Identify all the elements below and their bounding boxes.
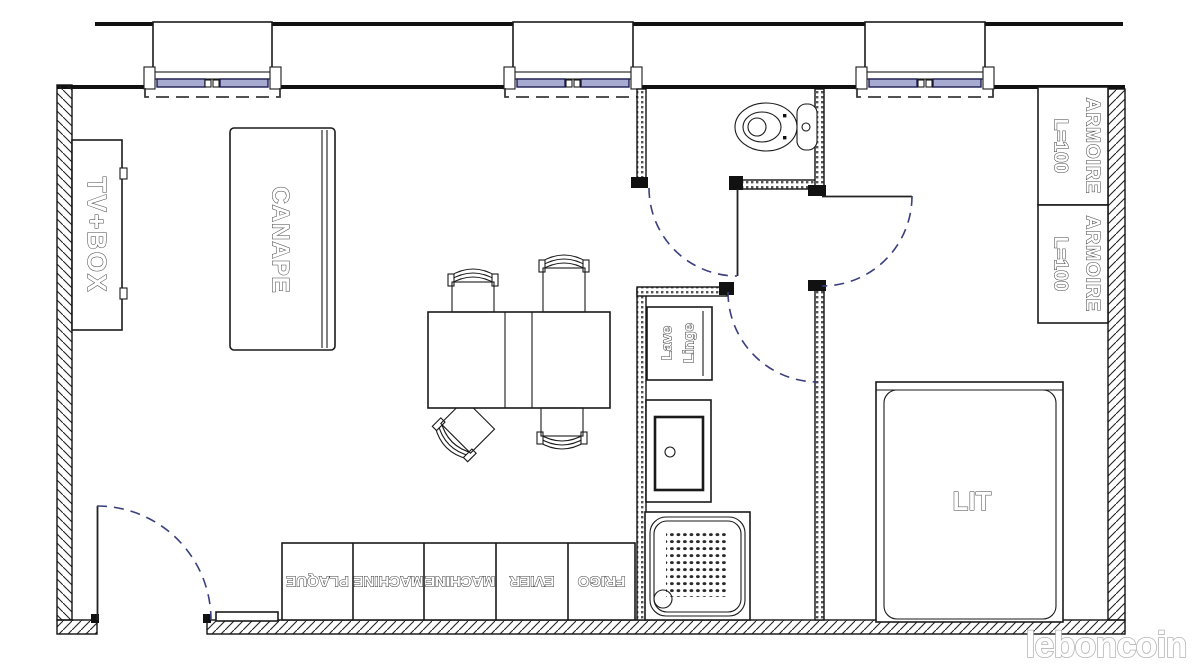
wardrobe2-label-line2: L=100 bbox=[1050, 237, 1071, 291]
wall-end-cap bbox=[631, 177, 648, 188]
shower-drain-grid bbox=[666, 531, 728, 597]
kitchen-counter bbox=[281, 542, 636, 621]
wall-end-cap bbox=[808, 280, 826, 291]
dining-table bbox=[427, 311, 611, 409]
bedroom-door-swing bbox=[821, 195, 913, 287]
shutter-box bbox=[864, 21, 986, 74]
shutter-box bbox=[512, 21, 634, 74]
glazing-mullion bbox=[925, 79, 933, 88]
glazing-mullion bbox=[204, 79, 212, 88]
wardrobe1-label-line1: ARMOIRE bbox=[1082, 98, 1103, 195]
door-jamb-cap bbox=[203, 614, 211, 623]
glazing-mullion bbox=[917, 79, 925, 88]
window-lintel bbox=[509, 71, 637, 80]
bed bbox=[875, 381, 1064, 623]
window-glazing bbox=[156, 78, 206, 88]
wardrobe-2 bbox=[1037, 204, 1109, 324]
glazing-mullion bbox=[212, 79, 220, 88]
wall-end-cap bbox=[719, 282, 734, 295]
window-bracket bbox=[503, 66, 516, 90]
entrance-door-swing bbox=[96, 505, 212, 621]
window-lintel bbox=[861, 71, 989, 80]
kitchen-unit-evier-label: EVIER bbox=[509, 573, 554, 590]
shower-room-door-swing bbox=[727, 291, 819, 383]
partition-walls bbox=[631, 88, 826, 621]
washer-label-line2: Linge bbox=[681, 323, 698, 363]
bed-label: LIT bbox=[953, 486, 992, 516]
bedroom-wall bbox=[814, 284, 825, 621]
window-glazing bbox=[516, 78, 566, 88]
window-sill-dashed bbox=[856, 88, 994, 98]
door-jamb-cap bbox=[91, 614, 99, 623]
doors bbox=[96, 187, 913, 621]
shower-room-wall-top bbox=[636, 286, 728, 297]
shutter-box bbox=[152, 21, 273, 74]
window-bracket bbox=[855, 66, 868, 90]
chair-4 bbox=[431, 398, 496, 463]
window-3 bbox=[855, 21, 995, 98]
labels: TV+BOX CANAPE Lave Linge ARMOIRE L=100 A… bbox=[82, 97, 1104, 590]
wall-left bbox=[56, 84, 73, 621]
kitchen-unit-plaque-label: PLAQUE bbox=[286, 573, 349, 590]
tv-unit bbox=[71, 139, 128, 331]
window-bracket bbox=[630, 66, 643, 90]
washer-label-line1: Lave bbox=[659, 326, 676, 360]
window-glazing bbox=[580, 78, 630, 88]
window-1 bbox=[143, 21, 282, 98]
wall-end-cap bbox=[729, 176, 743, 190]
toilet bbox=[734, 102, 818, 152]
sofa bbox=[229, 127, 336, 351]
window-glazing bbox=[932, 78, 982, 88]
kitchen-unit-machine2-label: MACHINE bbox=[425, 573, 495, 590]
window-bracket bbox=[982, 66, 995, 90]
wardrobe2-label-line1: ARMOIRE bbox=[1082, 216, 1103, 313]
shower bbox=[644, 511, 751, 621]
wall-end-cap bbox=[808, 185, 826, 196]
washing-machine bbox=[646, 306, 713, 381]
kitchen-unit-frigo-label: FRIGO bbox=[577, 573, 625, 590]
glazing-mullion bbox=[565, 79, 573, 88]
chair-3 bbox=[536, 407, 588, 450]
window-glazing bbox=[868, 78, 918, 88]
chair-1 bbox=[447, 268, 499, 313]
bathroom-wall-left bbox=[636, 88, 647, 184]
window-lintel bbox=[149, 71, 276, 80]
sink-unit bbox=[645, 399, 712, 503]
leboncoin-watermark: leboncoin bbox=[1026, 624, 1187, 665]
window-glazing bbox=[219, 78, 269, 88]
wardrobe1-label-line2: L=100 bbox=[1050, 119, 1071, 173]
window-sill-dashed bbox=[144, 88, 281, 98]
window-sill-dashed bbox=[504, 88, 642, 98]
glazing-mullion bbox=[573, 79, 581, 88]
shower-drain bbox=[653, 589, 673, 609]
wall-bottom-left-stub bbox=[56, 619, 98, 635]
wardrobe-1 bbox=[1037, 86, 1109, 206]
chair-2 bbox=[538, 254, 590, 313]
bathroom-door-swing bbox=[648, 187, 738, 277]
window-bracket bbox=[269, 66, 282, 90]
window-bracket bbox=[143, 66, 156, 90]
sofa-label: CANAPE bbox=[267, 186, 294, 293]
wall-right bbox=[1107, 88, 1126, 621]
tv-label: TV+BOX bbox=[82, 177, 112, 294]
window-2 bbox=[503, 21, 643, 98]
kitchen-unit-machine1-label: MACHINE bbox=[354, 573, 424, 590]
entrance-threshold bbox=[215, 611, 279, 622]
